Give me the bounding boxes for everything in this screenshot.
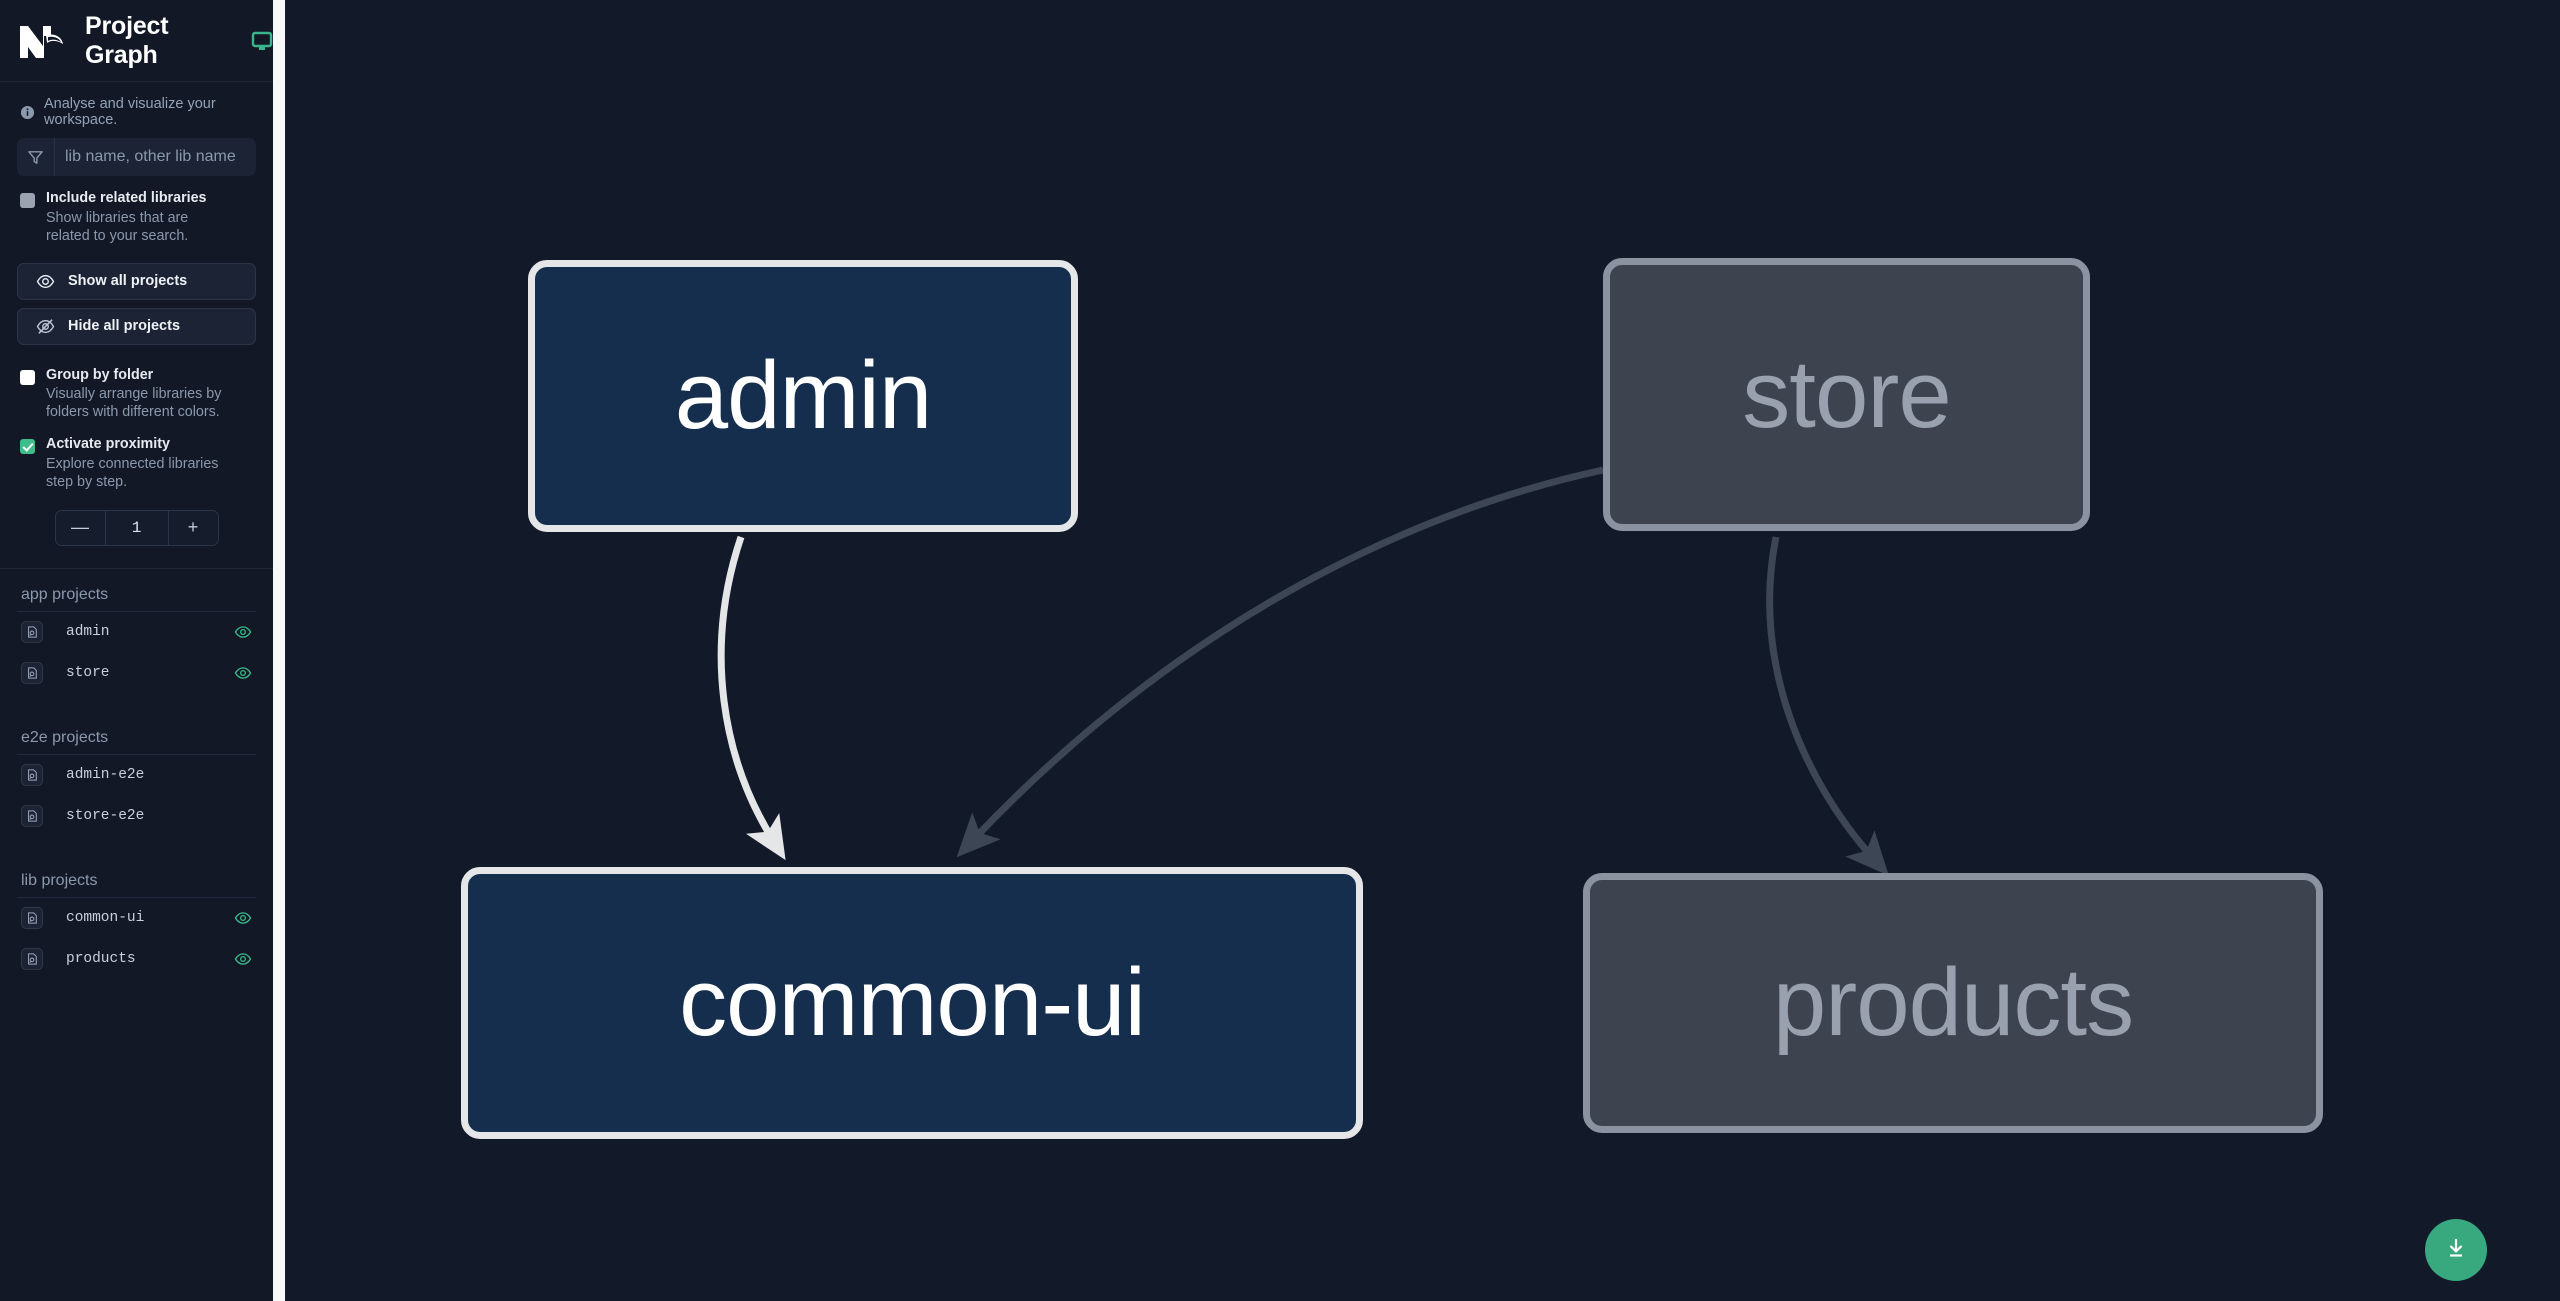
project-name: products <box>66 951 136 968</box>
option-description: Explore connected libraries step by step… <box>46 456 219 490</box>
option-description: Show libraries that are related to your … <box>46 209 189 244</box>
search-box[interactable] <box>17 138 256 176</box>
search-row <box>0 126 273 176</box>
project-row-products[interactable]: products <box>17 939 256 980</box>
project-name: store-e2e <box>66 808 145 825</box>
project-visibility-eye-icon[interactable] <box>234 950 252 968</box>
include-related-libraries-checkbox[interactable] <box>20 193 35 208</box>
sidebar-info-text: Analyse and visualize your workspace. <box>44 96 216 128</box>
proximity-stepper[interactable]: — 1 + <box>54 509 219 546</box>
project-row-common-ui[interactable]: common-ui <box>17 898 256 939</box>
project-group-lib: lib projects common-ui <box>0 855 273 980</box>
project-visibility-eye-icon[interactable] <box>234 664 252 682</box>
hide-all-wrap: Hide all projects <box>0 300 273 345</box>
project-group-app: app projects admin <box>0 569 273 694</box>
eye-off-icon <box>36 317 55 336</box>
proximity-stepper-wrap: — 1 + <box>0 492 273 546</box>
hide-all-projects-label: Hide all projects <box>68 318 181 335</box>
option-include-related-libraries[interactable]: Include related libraries Show libraries… <box>0 176 273 246</box>
hide-all-projects-button[interactable]: Hide all projects <box>17 307 256 345</box>
project-row-store[interactable]: store <box>17 653 256 694</box>
activate-proximity-checkbox[interactable] <box>20 439 35 455</box>
project-row-admin[interactable]: admin <box>17 612 256 653</box>
project-visibility-eye-icon[interactable] <box>234 623 252 641</box>
funnel-icon <box>17 138 55 176</box>
search-input[interactable] <box>55 138 256 176</box>
project-visibility-eye-icon[interactable] <box>234 909 252 927</box>
option-title: Activate proximity <box>46 436 170 453</box>
option-title: Include related libraries <box>46 190 207 206</box>
project-file-icon <box>21 764 43 787</box>
eye-icon <box>36 272 55 291</box>
project-row-store-e2e[interactable]: store-e2e <box>17 796 256 837</box>
project-name: common-ui <box>66 910 145 927</box>
project-file-icon <box>21 621 43 644</box>
graph-node-label: products <box>1772 949 2134 1056</box>
show-all-projects-label: Show all projects <box>68 273 188 290</box>
sidebar-info: Analyse and visualize your workspace. <box>0 82 273 128</box>
edge-admin-to-common-ui <box>717 535 786 861</box>
graph-node-label: store <box>1742 340 1951 448</box>
graph-node-label: admin <box>674 342 932 449</box>
download-graph-button[interactable] <box>2425 1219 2487 1281</box>
option-group-by-folder[interactable]: Group by folder Visually arrange librari… <box>0 345 273 423</box>
proximity-decrement-button[interactable]: — <box>55 510 106 545</box>
graph-node-store[interactable]: store <box>1603 258 2090 531</box>
proximity-increment-button[interactable]: + <box>167 510 218 545</box>
project-file-icon <box>21 948 43 971</box>
download-icon <box>2443 1235 2469 1266</box>
proximity-value: 1 <box>131 518 142 537</box>
show-all-wrap: Show all projects <box>0 246 273 300</box>
sidebar-header: Project Graph <box>0 0 273 82</box>
option-activate-proximity[interactable]: Activate proximity Explore connected lib… <box>0 422 273 492</box>
graph-node-label: common-ui <box>679 949 1146 1056</box>
project-group-title: lib projects <box>17 855 256 898</box>
graph-node-products[interactable]: products <box>1583 873 2323 1133</box>
project-name: store <box>66 665 110 682</box>
page-title: Project Graph <box>85 11 169 69</box>
project-group-title: e2e projects <box>17 712 256 755</box>
project-group-title: app projects <box>17 569 256 612</box>
graph-node-admin[interactable]: admin <box>528 260 1078 532</box>
sidebar-divider <box>0 567 273 569</box>
show-all-projects-button[interactable]: Show all projects <box>17 262 256 300</box>
group-by-folder-checkbox[interactable] <box>20 369 35 385</box>
info-icon <box>20 105 35 120</box>
nx-logo-icon <box>17 20 65 62</box>
project-group-e2e: e2e projects admin-e2e <box>0 712 273 837</box>
option-description: Visually arrange libraries by folders wi… <box>46 386 222 421</box>
edge-store-to-common-ui <box>956 466 1604 858</box>
option-title: Group by folder <box>46 366 154 383</box>
project-file-icon <box>21 805 43 828</box>
graph-edges <box>717 466 1889 876</box>
project-name: admin <box>66 624 110 641</box>
sidebar: Project Graph Analyse and visualize your… <box>0 0 273 1301</box>
graph-canvas[interactable]: admin store common-ui products <box>273 0 2560 1301</box>
project-file-icon <box>21 662 43 685</box>
project-name: admin-e2e <box>66 767 145 784</box>
project-file-icon <box>21 907 43 930</box>
monitor-icon[interactable] <box>251 30 273 52</box>
graph-node-common-ui[interactable]: common-ui <box>461 867 1363 1139</box>
project-row-admin-e2e[interactable]: admin-e2e <box>17 755 256 796</box>
edge-store-to-products <box>1766 536 1889 876</box>
sidebar-resize-handle[interactable] <box>273 0 285 1301</box>
